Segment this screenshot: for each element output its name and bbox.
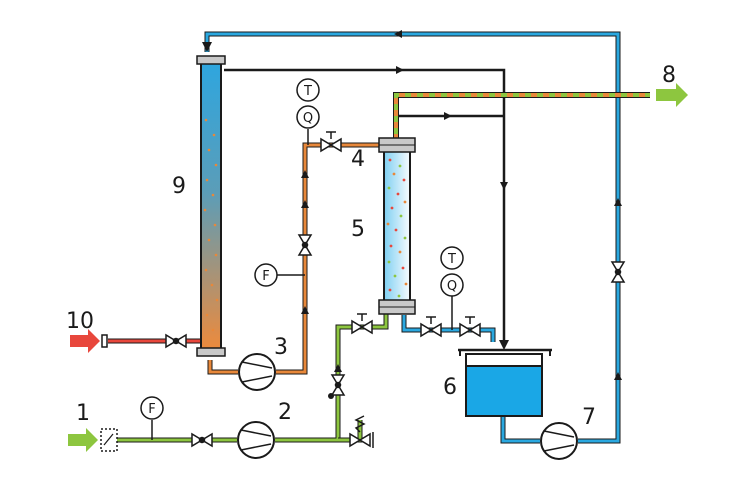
flow-arrows xyxy=(202,30,622,380)
label-5: 5 xyxy=(351,217,365,242)
arrow-down-col9 xyxy=(202,42,212,52)
valve-red-inlet xyxy=(165,333,187,349)
valve-outlet-1 xyxy=(420,316,442,338)
label-3: 3 xyxy=(274,335,288,360)
pipe-black-vent-9 xyxy=(224,68,506,342)
valve-recycle xyxy=(610,261,626,283)
gauges: F F T Q T Q xyxy=(140,78,464,440)
arrow-blue-up xyxy=(614,198,622,206)
arrow-blue-up-2 xyxy=(614,372,622,380)
quality-gauge-bottom xyxy=(440,273,464,297)
label-10: 10 xyxy=(66,309,94,334)
arrow-top-left xyxy=(394,30,402,38)
arrow-black-right-2 xyxy=(444,112,452,120)
column-9-top-flange xyxy=(196,55,226,65)
arrow-green-up xyxy=(334,364,342,372)
valve-green-vertical xyxy=(330,374,346,396)
flow-gauge-orange xyxy=(254,263,278,287)
temp-gauge-bottom xyxy=(440,246,464,270)
flow-gauge-orange-label: F xyxy=(262,269,269,284)
quality-gauge-top-label: Q xyxy=(303,111,313,126)
arrow-orange-up xyxy=(301,200,309,208)
inlet-cap-10 xyxy=(101,334,108,348)
pipe-outlet-8 xyxy=(393,92,650,140)
label-1: 1 xyxy=(76,401,90,426)
tank-6 xyxy=(458,348,552,417)
arrow-orange-up-2 xyxy=(301,170,309,178)
pipe-orange-loop xyxy=(207,360,238,375)
arrow-black-down xyxy=(500,182,508,190)
temp-gauge-top xyxy=(296,78,320,102)
valves xyxy=(165,131,626,448)
quality-gauge-bottom-label: Q xyxy=(447,279,457,294)
quality-gauge-top xyxy=(296,105,320,129)
valve-column-4 xyxy=(320,131,342,153)
label-8: 8 xyxy=(662,63,676,88)
column-5 xyxy=(378,137,416,315)
pipe-blue-tank-pump xyxy=(500,416,540,444)
pump-2 xyxy=(237,421,275,459)
outlet-arrow-8 xyxy=(656,83,688,107)
inlet-arrow-10 xyxy=(70,329,100,353)
label-7: 7 xyxy=(582,405,596,430)
temp-gauge-top-label: T xyxy=(303,84,312,99)
temp-gauge-bottom-label: T xyxy=(447,252,456,267)
pipes xyxy=(108,31,650,444)
label-4: 4 xyxy=(351,147,365,172)
arrow-orange-up-3 xyxy=(301,306,309,314)
pump-3 xyxy=(238,353,276,391)
label-6: 6 xyxy=(443,375,457,400)
arrow-black-right xyxy=(396,66,404,74)
feed-filter xyxy=(100,428,118,452)
pipe-black-vent-4 xyxy=(394,96,504,118)
valve-column-5-inlet xyxy=(351,313,373,335)
arrow-tank-in xyxy=(499,340,509,350)
valve-orange-vertical xyxy=(297,234,313,256)
valve-drain xyxy=(349,415,374,448)
valve-feed xyxy=(191,432,213,448)
column-9-bottom-flange xyxy=(196,347,226,357)
pump-7 xyxy=(540,422,578,460)
valve-outlet-2 xyxy=(459,316,481,338)
flow-gauge-feed-label: F xyxy=(148,402,155,417)
flow-gauge-feed xyxy=(140,396,164,420)
label-9: 9 xyxy=(172,174,186,199)
column-9 xyxy=(196,55,226,357)
inlet-arrow-1 xyxy=(68,428,98,452)
label-2: 2 xyxy=(278,400,292,425)
number-labels: 1 2 3 4 5 6 7 8 9 10 xyxy=(66,63,676,430)
